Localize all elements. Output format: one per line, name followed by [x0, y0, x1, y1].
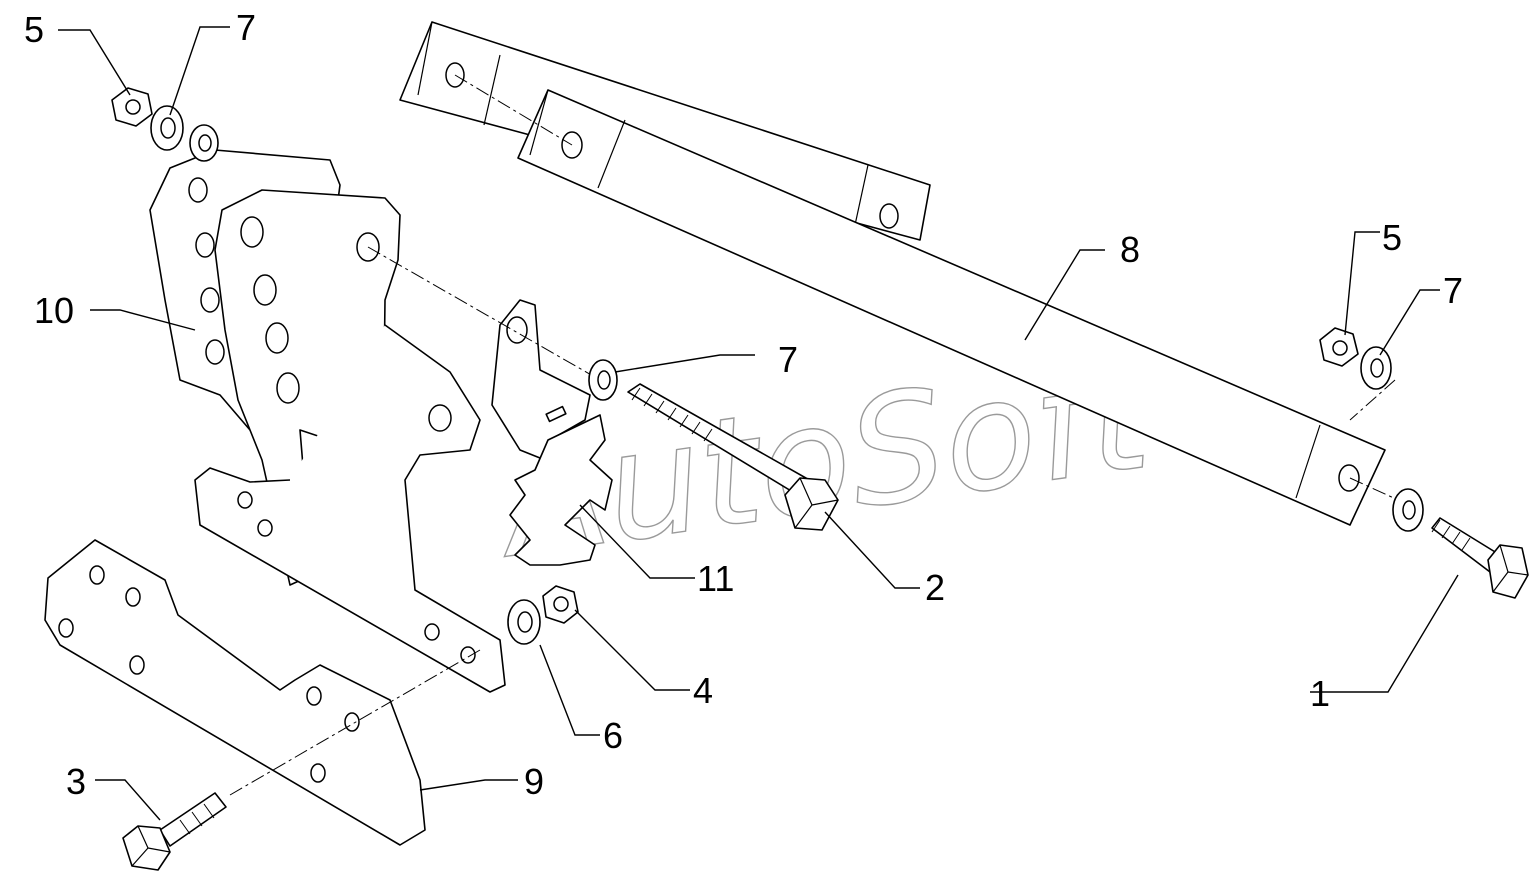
- spring-clip: [491, 299, 613, 566]
- callout-6: 6: [603, 715, 623, 756]
- callout-7-right: 7: [1443, 270, 1463, 311]
- callout-7-top-left: 7: [236, 7, 256, 48]
- lower-link-plate: [44, 539, 426, 846]
- callout-7-center: 7: [778, 339, 798, 380]
- callout-10: 10: [34, 290, 74, 331]
- fasteners: [111, 87, 1424, 645]
- callout-11: 11: [697, 558, 734, 599]
- strap-bar-upper: [399, 21, 931, 241]
- leader-lines: [58, 26, 1459, 821]
- callout-4: 4: [693, 670, 713, 711]
- callout-5-right: 5: [1382, 217, 1402, 258]
- callout-9: 9: [524, 761, 544, 802]
- assembly-axes: [229, 74, 1421, 796]
- bolt-center: [627, 383, 839, 531]
- callout-2: 2: [925, 567, 945, 608]
- callout-8: 8: [1120, 229, 1140, 270]
- bracket-plates: [149, 149, 506, 693]
- callout-5-top-left: 5: [24, 9, 44, 50]
- callout-1: 1: [1310, 673, 1330, 714]
- bolt-lower-left: [122, 792, 227, 871]
- callout-3: 3: [66, 761, 86, 802]
- bolt-right: [1431, 517, 1529, 599]
- strap-bar-front: [517, 89, 1386, 526]
- callout-labels: 5 7 10 7 8 5 7 11 2 1 4 6 9 3: [24, 7, 1463, 802]
